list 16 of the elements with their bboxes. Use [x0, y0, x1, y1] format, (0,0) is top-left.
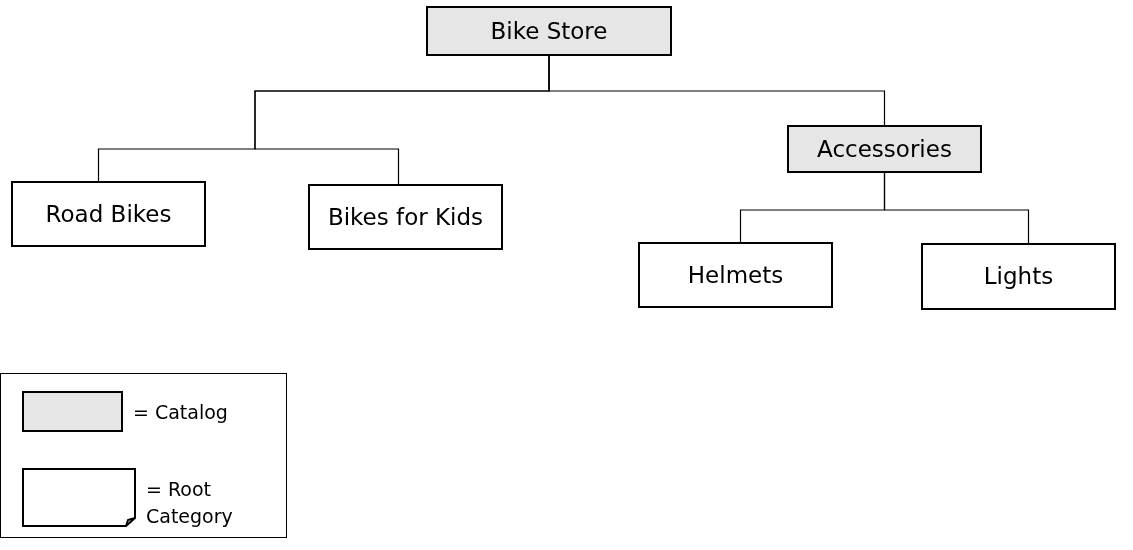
category-box [638, 242, 833, 308]
connector-line [883, 172, 1030, 244]
node-label: Bike Store [490, 16, 608, 46]
node-label: Bikes for Kids [327, 202, 484, 232]
category-box [921, 243, 1116, 310]
legend-label: = Catalog [133, 400, 229, 425]
connector-line [548, 55, 886, 126]
category-box [308, 184, 503, 250]
node-label: Accessories [817, 134, 952, 164]
node-label: Lights [983, 262, 1054, 292]
legend-label: = Root Category [146, 477, 234, 529]
catalog-box [787, 125, 982, 173]
node-label: Helmets [687, 260, 784, 290]
catalog-box [426, 6, 672, 56]
category-box [11, 181, 206, 247]
node-label: Road Bikes [45, 199, 172, 229]
